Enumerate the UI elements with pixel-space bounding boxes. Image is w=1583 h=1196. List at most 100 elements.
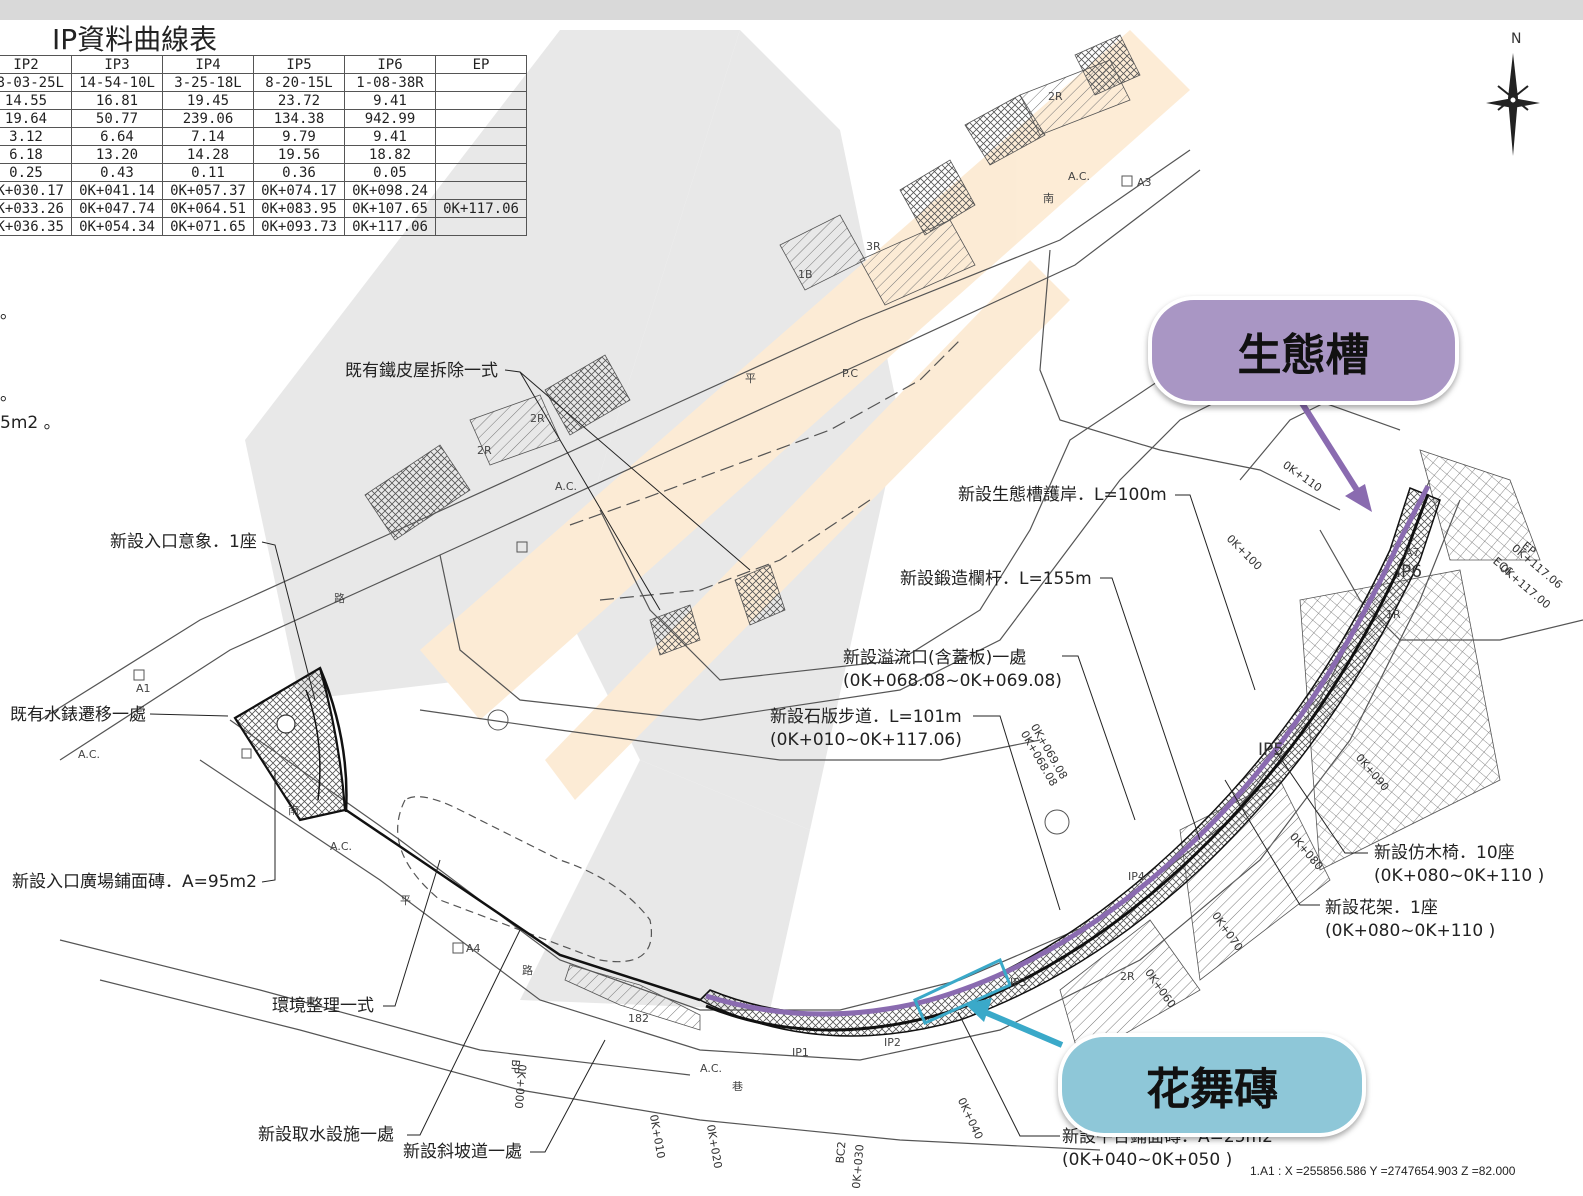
map-label-a7: A7 <box>1405 546 1420 559</box>
ip-table-cell: 0.11 <box>162 163 254 182</box>
ip-table-header: IP5 <box>253 55 345 74</box>
callout-water-meter: 既有水錶遷移一處 <box>10 705 146 725</box>
ip-table-cell: 0.36 <box>253 163 345 182</box>
ip-table-cell: 6.18 <box>0 145 72 164</box>
map-label-ac2: A.C. <box>555 480 578 493</box>
ip-table-cell: 0.25 <box>0 163 72 182</box>
ip-table-cell <box>435 109 527 128</box>
ip-table-cell: 0.05 <box>344 163 436 182</box>
map-label-1b: 1B <box>798 268 813 281</box>
map-label-a3: A3 <box>1137 176 1152 189</box>
left-note-3: 5m2 。 <box>0 413 61 433</box>
ip-table-cell: 50.77 <box>71 109 163 128</box>
ip-table-cell: 0.43 <box>71 163 163 182</box>
map-label-flat2: 平 <box>400 894 411 907</box>
map-label-south1: 南 <box>1043 192 1054 205</box>
symbols <box>133 175 1133 954</box>
callout-bench-line1: 新設仿木椅．10座 <box>1374 843 1515 863</box>
ip-table-cell: 0K+054.34 <box>71 217 163 236</box>
ip-table-cell: 134.38 <box>253 109 345 128</box>
map-label-ip4: IP4 <box>1128 870 1145 883</box>
callout-bench: 新設仿木椅．10座 (0K+080~0K+110 ) <box>1374 842 1544 888</box>
ip-table-cell: 0K+117.06 <box>344 217 436 236</box>
ip-table-cell <box>435 127 527 146</box>
ip-table-cell <box>435 181 527 200</box>
ip-table-cell: 18.82 <box>344 145 436 164</box>
header-band <box>0 0 1583 20</box>
ip-table-header: IP3 <box>71 55 163 74</box>
callout-platform-line2: (0K+040~0K+050 ) <box>1062 1150 1233 1170</box>
ip5-tag: IP5 <box>1258 740 1285 760</box>
callout-trellis-line1: 新設花架．1座 <box>1325 898 1438 918</box>
ip-table-cell: 0K+064.51 <box>162 199 254 218</box>
ip-table-row: 0K+033.260K+047.740K+064.510K+083.950K+1… <box>0 199 527 218</box>
ip-table-cell: 0K+083.95 <box>253 199 345 218</box>
ip-table-cell: 0K+033.26 <box>0 199 72 218</box>
label-arrows <box>965 398 1372 1048</box>
ip-table-cell: 1-08-38R <box>344 73 436 92</box>
callout-overflow-line2: (0K+068.08~0K+069.08) <box>843 671 1062 691</box>
map-label-2r-a: 2R <box>1048 90 1063 103</box>
map-label-ac1: A.C. <box>1068 170 1091 183</box>
map-label-ip2: IP2 <box>884 1036 901 1049</box>
callout-eco-bank: 新設生態槽護岸．L=100m <box>958 485 1167 505</box>
map-label-ac3: A.C. <box>78 748 101 761</box>
map-label-182: 182 <box>628 1012 649 1025</box>
ip-table-cell: 0K+093.73 <box>253 217 345 236</box>
ip-table-cell: 13.20 <box>71 145 163 164</box>
ip-table-header: IP2 <box>0 55 72 74</box>
left-note-1: 。 <box>0 303 17 323</box>
ip-table-cell: 6.64 <box>71 127 163 146</box>
ip-table-cell: 23.72 <box>253 91 345 110</box>
callout-env: 環境整理一式 <box>272 996 374 1016</box>
ip-table-cell: 0K+041.14 <box>71 181 163 200</box>
callout-bench-line2: (0K+080~0K+110 ) <box>1374 866 1545 886</box>
callout-demolish: 既有鐵皮屋拆除一式 <box>345 361 498 381</box>
left-note-2: 。 <box>0 385 17 405</box>
ip-table-cell: 18-03-25L <box>0 73 72 92</box>
ip-table-cell <box>435 73 527 92</box>
callout-trellis-line2: (0K+080~0K+110 ) <box>1325 921 1496 941</box>
flower-brick-box <box>913 957 1012 1025</box>
ip-table-cell: 0K+071.65 <box>162 217 254 236</box>
ip-table-cell: 0K+074.17 <box>253 181 345 200</box>
ip-table-cell: 9.41 <box>344 127 436 146</box>
map-label-1r: 1R <box>1386 608 1401 621</box>
ip-table-cell: 942.99 <box>344 109 436 128</box>
callout-railing: 新設鍛造欄杆．L=155m <box>900 569 1092 589</box>
ip-table-cell <box>435 91 527 110</box>
ip-table-title: IP資料曲線表 <box>52 23 218 56</box>
callout-water-intake: 新設取水設施一處 <box>258 1125 394 1145</box>
ip-table-cell: 0K+107.65 <box>344 199 436 218</box>
map-label-pc: P.C <box>842 367 859 380</box>
callout-path-line2: (0K+010~0K+117.06) <box>770 730 962 750</box>
ip-table-cell <box>435 145 527 164</box>
ip-table-cell: 0K+036.35 <box>0 217 72 236</box>
ip-table-cell <box>435 163 527 182</box>
map-label-road2: 路 <box>522 964 533 977</box>
eco-slot-label: 生態槽 <box>1148 296 1459 405</box>
ip-table-header: IP4 <box>162 55 254 74</box>
leader-lines <box>149 369 1368 1153</box>
ip-table-cell: 7.14 <box>162 127 254 146</box>
map-label-south2: 南 <box>288 804 299 817</box>
map-label-ac5: A.C. <box>700 1062 723 1075</box>
north-arrow-icon: N <box>1486 31 1540 156</box>
map-label-ip3: IP3 <box>1010 976 1027 989</box>
ip-table-cell: 19.64 <box>0 109 72 128</box>
map-label-a4: A4 <box>466 942 481 955</box>
ip-table-cell: 9.41 <box>344 91 436 110</box>
ip-table-cell: 8-20-15L <box>253 73 345 92</box>
callout-path-line1: 新設石版步道．L=101m <box>770 707 962 727</box>
ip-table-header: EP <box>435 55 527 74</box>
map-label-3r: 3R <box>866 240 881 253</box>
ip-table-body: 18-03-25L14-54-10L3-25-18L8-20-15L1-08-3… <box>0 73 527 236</box>
ip-table-cell <box>435 217 527 236</box>
ip-table-row: 0K+030.170K+041.140K+057.370K+074.170K+0… <box>0 181 527 200</box>
